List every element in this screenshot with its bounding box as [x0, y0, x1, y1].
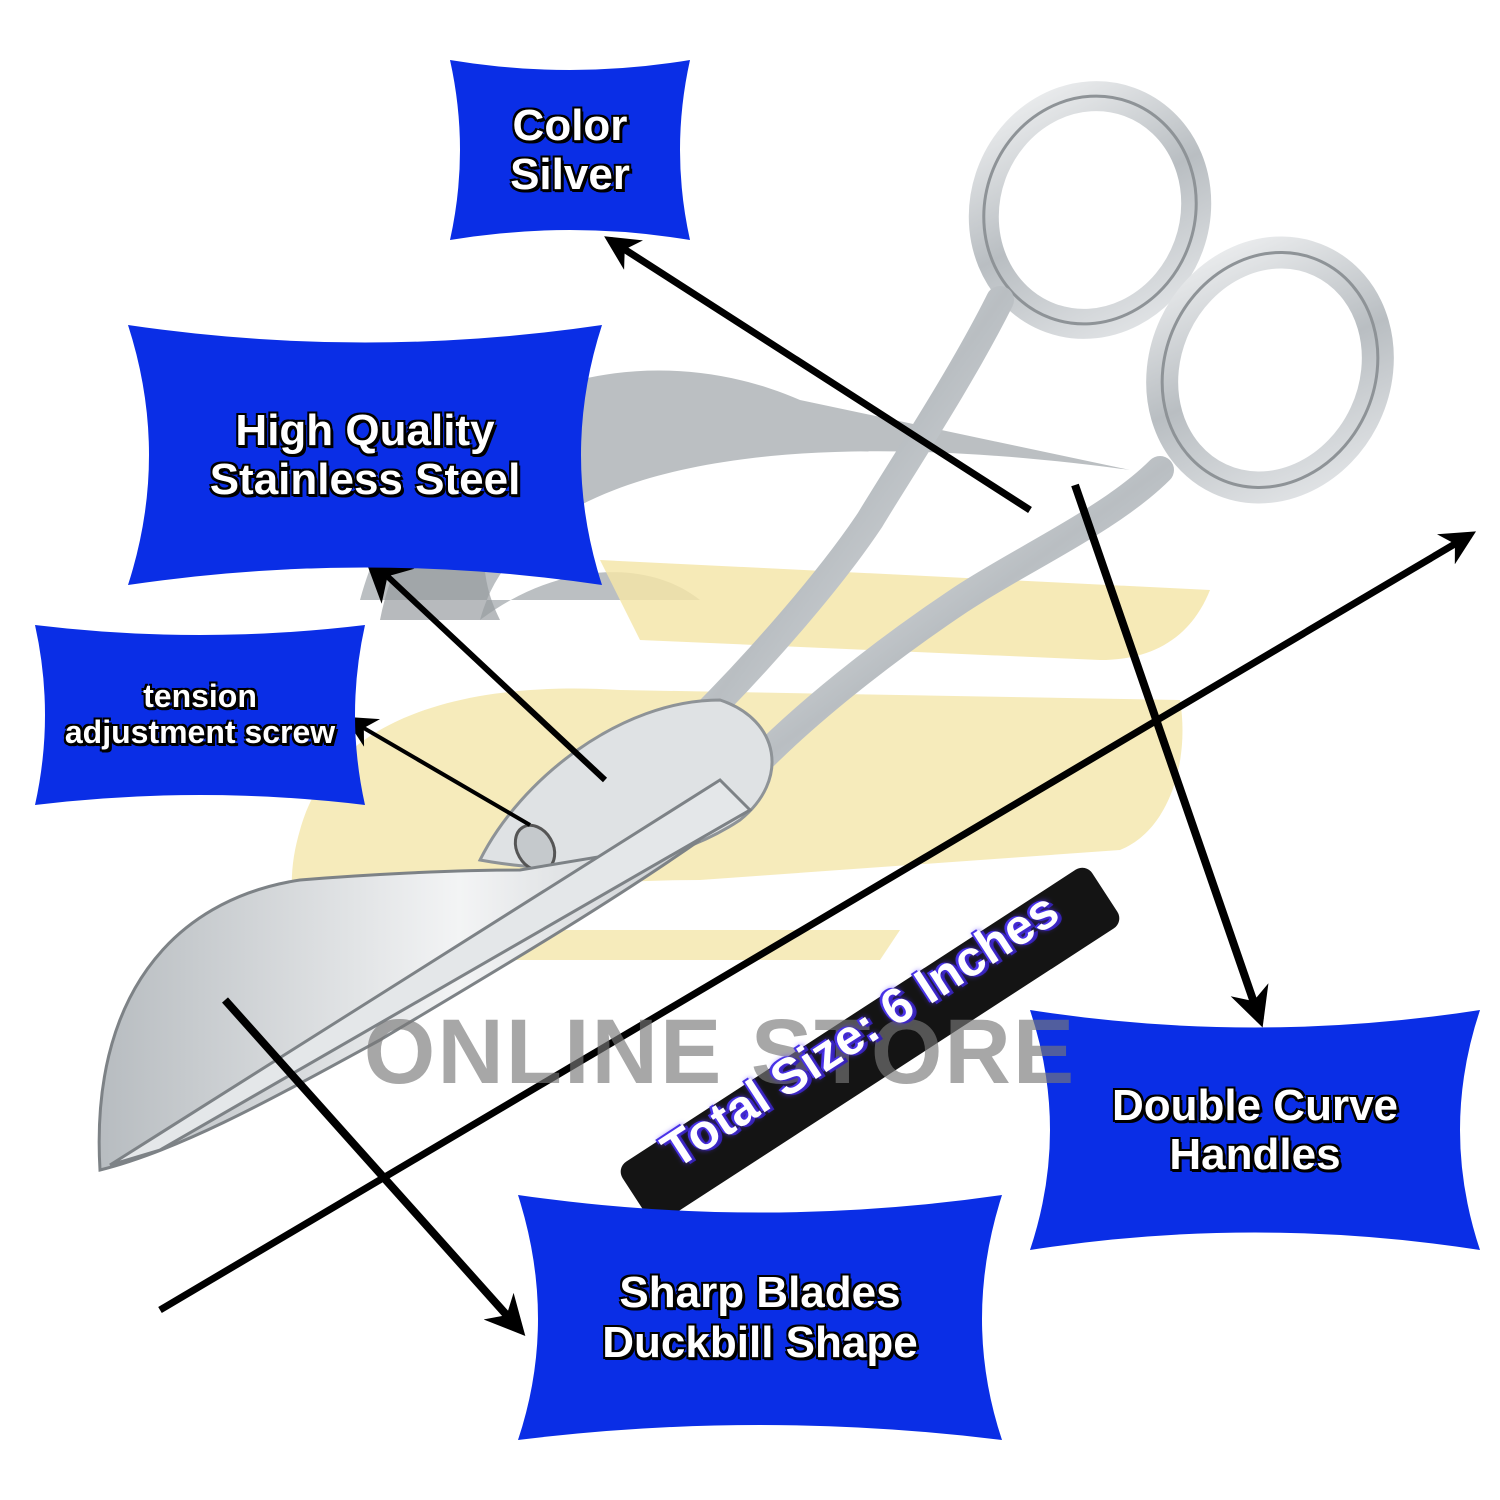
- handles-label-bg: [1030, 1010, 1480, 1250]
- quality-label-text: High Quality Stainless Steel: [209, 405, 521, 504]
- tension-arrow: [344, 716, 532, 827]
- store-watermark-text: ONLINE STORE: [363, 1001, 1077, 1103]
- color-label-text: Color Silver: [510, 100, 630, 199]
- size-arrow: [158, 531, 1477, 1314]
- quality-label: High Quality Stainless Steel: [128, 325, 602, 585]
- blades-arrow: [222, 997, 526, 1336]
- handles-arrow: [1071, 483, 1269, 1028]
- quality-label-bg: [128, 325, 602, 585]
- tension-label-text: tension adjustment screw: [64, 678, 336, 750]
- scissors-icon: [97, 81, 1394, 1172]
- tension-label-bg: [35, 625, 365, 805]
- handles-label-text: Double Curve Handles: [1111, 1080, 1399, 1179]
- blades-label-text: Sharp Blades Duckbill Shape: [602, 1268, 918, 1367]
- quality-arrow: [362, 553, 608, 783]
- handles-label: Double Curve Handles: [1030, 1010, 1480, 1250]
- tension-label: tension adjustment screw: [35, 625, 365, 805]
- color-label-bg: [450, 60, 690, 240]
- size-bar: [620, 867, 1120, 1223]
- blades-label: Sharp Blades Duckbill Shape: [518, 1195, 1002, 1440]
- blades-label-bg: [518, 1195, 1002, 1440]
- color-label: Color Silver: [450, 60, 690, 240]
- color-arrow: [604, 236, 1032, 513]
